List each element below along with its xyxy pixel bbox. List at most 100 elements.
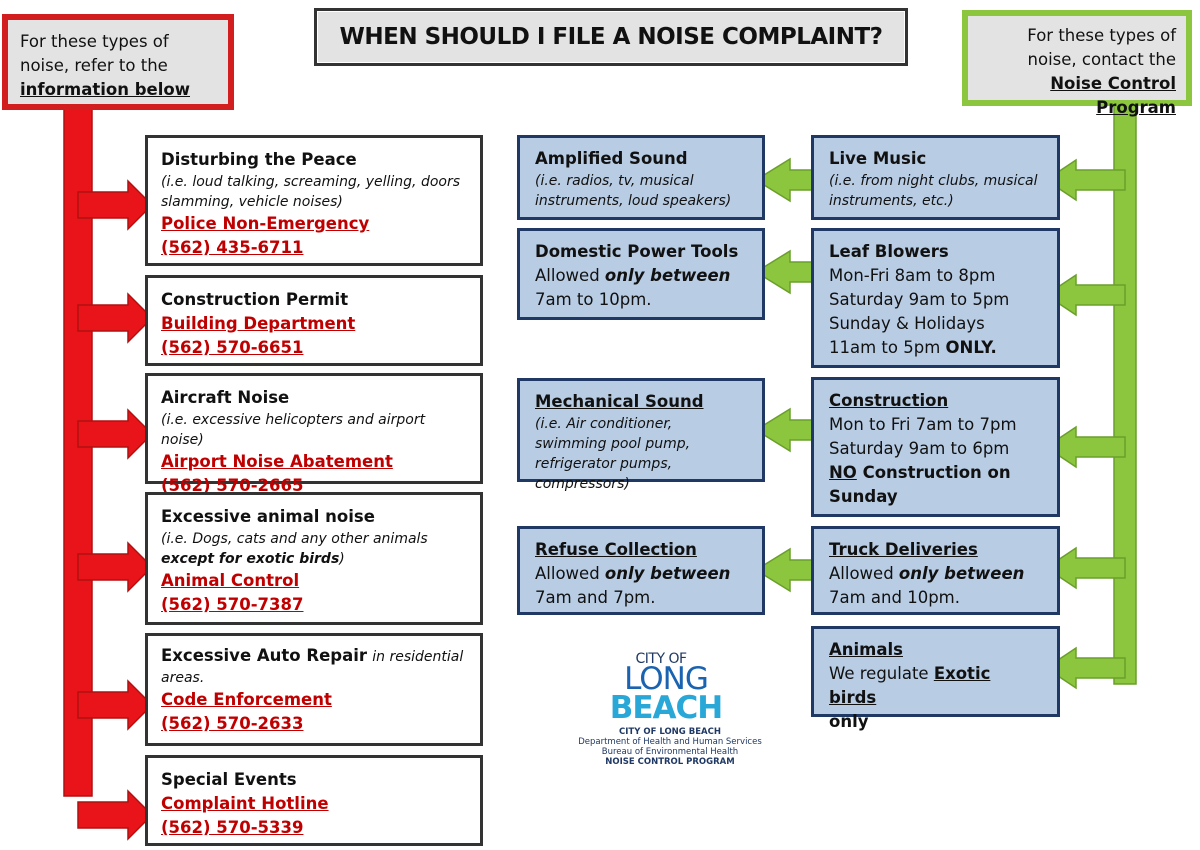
right-callout-line2: noise, contact the [1027, 50, 1176, 69]
phone-link[interactable]: (562) 570-5339 [161, 818, 304, 837]
card-note: (i.e. radios, tv, musical instruments, l… [535, 173, 732, 209]
line-3: NO Construction on [829, 461, 1042, 485]
page-title: WHEN SHOULD I FILE A NOISE COMPLAINT? [314, 8, 908, 66]
green-arrow [1044, 273, 1126, 317]
red-arrow [77, 408, 154, 460]
text-part-b: Exotic birds [829, 664, 991, 707]
card-heading: Animals [829, 640, 903, 659]
phone-link[interactable]: (562) 435-6711 [161, 238, 304, 257]
mid-arrow [754, 157, 817, 203]
right-callout-line3: Noise Control Program [1050, 74, 1176, 117]
red-arrow [77, 292, 154, 344]
no-rest: Construction on [856, 463, 1011, 482]
card-heading: Live Music [829, 149, 927, 168]
logo-city-of: CITY OF [635, 651, 687, 667]
card-note: (i.e. from night clubs, musical instrume… [829, 173, 1038, 209]
card-refuse-collection: Refuse Collection Allowed only between 7… [517, 526, 765, 615]
agency-link[interactable]: Code Enforcement [161, 690, 332, 709]
card-text: Allowed only between [535, 264, 747, 288]
card-truck-deliveries: Truck Deliveries Allowed only between 7a… [811, 526, 1060, 615]
no-word: NO [829, 463, 857, 482]
right-callout-line1: For these types of [1027, 26, 1176, 45]
card-disturbing-the-peace: Disturbing the Peace (i.e. loud talking,… [145, 135, 483, 266]
agency-link[interactable]: Animal Control [161, 571, 300, 590]
card-domestic-power-tools: Domestic Power Tools Allowed only betwee… [517, 228, 765, 320]
logo-org-line2: Department of Health and Human Services [578, 737, 762, 747]
card-heading: Domestic Power Tools [535, 242, 739, 261]
card-leaf-blowers: Leaf Blowers Mon-Fri 8am to 8pm Saturday… [811, 228, 1060, 368]
card-heading: Mechanical Sound [535, 392, 704, 411]
card-heading: Excessive Auto Repair [161, 646, 367, 665]
mid-arrow [754, 547, 817, 593]
text-part-c: 7am and 7pm. [535, 588, 656, 607]
title-text: WHEN SHOULD I FILE A NOISE COMPLAINT? [339, 24, 883, 50]
card-heading-row: Excessive Auto Repair in residential are… [161, 646, 467, 688]
left-callout-line1: For these types of [20, 32, 169, 51]
green-trunk [1113, 103, 1137, 685]
logo-org-line3: Bureau of Environmental Health [601, 747, 739, 757]
red-arrow [77, 541, 154, 593]
card-construction-permit: Construction Permit Building Department … [145, 275, 483, 366]
card-note: (i.e. Air conditioner, swimming pool pum… [535, 416, 691, 492]
last-part-a: 11am to 5pm [829, 338, 946, 357]
agency-link[interactable]: Airport Noise Abatement [161, 452, 393, 471]
red-trunk [63, 107, 93, 797]
text-part-c: 7am and 10pm. [829, 588, 961, 607]
card-amplified-sound: Amplified Sound (i.e. radios, tv, musica… [517, 135, 765, 220]
card-construction: Construction Mon to Fri 7am to 7pm Satur… [811, 377, 1060, 517]
phone-link[interactable]: (562) 570-2665 [161, 476, 304, 495]
city-logo: CITY OF LONG BEACH CITY OF LONG BEACH De… [560, 652, 780, 772]
agency-link[interactable]: Building Department [161, 314, 356, 333]
card-text: Allowed only between [829, 562, 1042, 586]
text-part-b: only between [898, 564, 1025, 583]
green-arrow [1044, 425, 1126, 469]
green-arrow [1044, 158, 1126, 202]
last-word: Sunday [829, 487, 898, 506]
logo-org-line4: NOISE CONTROL PROGRAM [605, 757, 735, 767]
line-4: 11am to 5pm ONLY. [829, 336, 1042, 360]
left-callout-line3: information below [20, 80, 190, 99]
phone-link[interactable]: (562) 570-2633 [161, 714, 304, 733]
phone-link[interactable]: (562) 570-7387 [161, 595, 304, 614]
card-heading: Leaf Blowers [829, 242, 949, 261]
green-arrow [1044, 546, 1126, 590]
card-heading: Construction [829, 391, 949, 410]
text-part-a: We regulate [829, 664, 934, 683]
logo-beach: BEACH [609, 690, 724, 726]
card-heading: Special Events [161, 770, 297, 789]
red-arrow [77, 789, 154, 841]
card-animals: Animals We regulate Exotic birds only [811, 626, 1060, 731]
card-text: Allowed only between [535, 562, 747, 586]
logo-long: LONG [624, 661, 709, 697]
card-heading: Truck Deliveries [829, 540, 978, 559]
note-part-c: ) [339, 551, 345, 567]
text-part-a: Allowed [829, 564, 899, 583]
text-part-b: only between [604, 266, 731, 285]
card-text: We regulate Exotic birds [829, 662, 1042, 710]
line-2: Saturday 9am to 6pm [829, 439, 1010, 458]
logo-org-line1: CITY OF LONG BEACH [619, 727, 721, 737]
card-heading: Amplified Sound [535, 149, 688, 168]
agency-link[interactable]: Complaint Hotline [161, 794, 329, 813]
card-excessive-auto-repair: Excessive Auto Repair in residential are… [145, 633, 483, 746]
card-live-music: Live Music (i.e. from night clubs, music… [811, 135, 1060, 220]
left-callout: For these types of noise, refer to the i… [2, 14, 234, 110]
mid-arrow [754, 407, 817, 453]
card-note: (i.e. excessive helicopters and airport … [161, 412, 426, 448]
red-arrow [77, 179, 154, 231]
card-heading: Construction Permit [161, 290, 349, 309]
card-note: (i.e. loud talking, screaming, yelling, … [161, 174, 461, 210]
mid-arrow [754, 249, 817, 295]
card-heading: Disturbing the Peace [161, 150, 357, 169]
phone-link[interactable]: (562) 570-6651 [161, 338, 304, 357]
card-aircraft-noise: Aircraft Noise (i.e. excessive helicopte… [145, 373, 483, 495]
agency-link[interactable]: Police Non-Emergency [161, 214, 370, 233]
right-callout: For these types of noise, contact the No… [962, 10, 1192, 117]
left-callout-line2: noise, refer to the [20, 56, 168, 75]
line-2: Saturday 9am to 5pm [829, 290, 1010, 309]
card-excessive-animal-noise: Excessive animal noise (i.e. Dogs, cats … [145, 492, 483, 625]
text-part-c: 7am to 10pm. [535, 290, 652, 309]
line-1: Mon-Fri 8am to 8pm [829, 266, 996, 285]
note-part-a: (i.e. Dogs, cats and any other animals [161, 531, 428, 547]
card-mechanical-sound: Mechanical Sound (i.e. Air conditioner, … [517, 378, 765, 492]
